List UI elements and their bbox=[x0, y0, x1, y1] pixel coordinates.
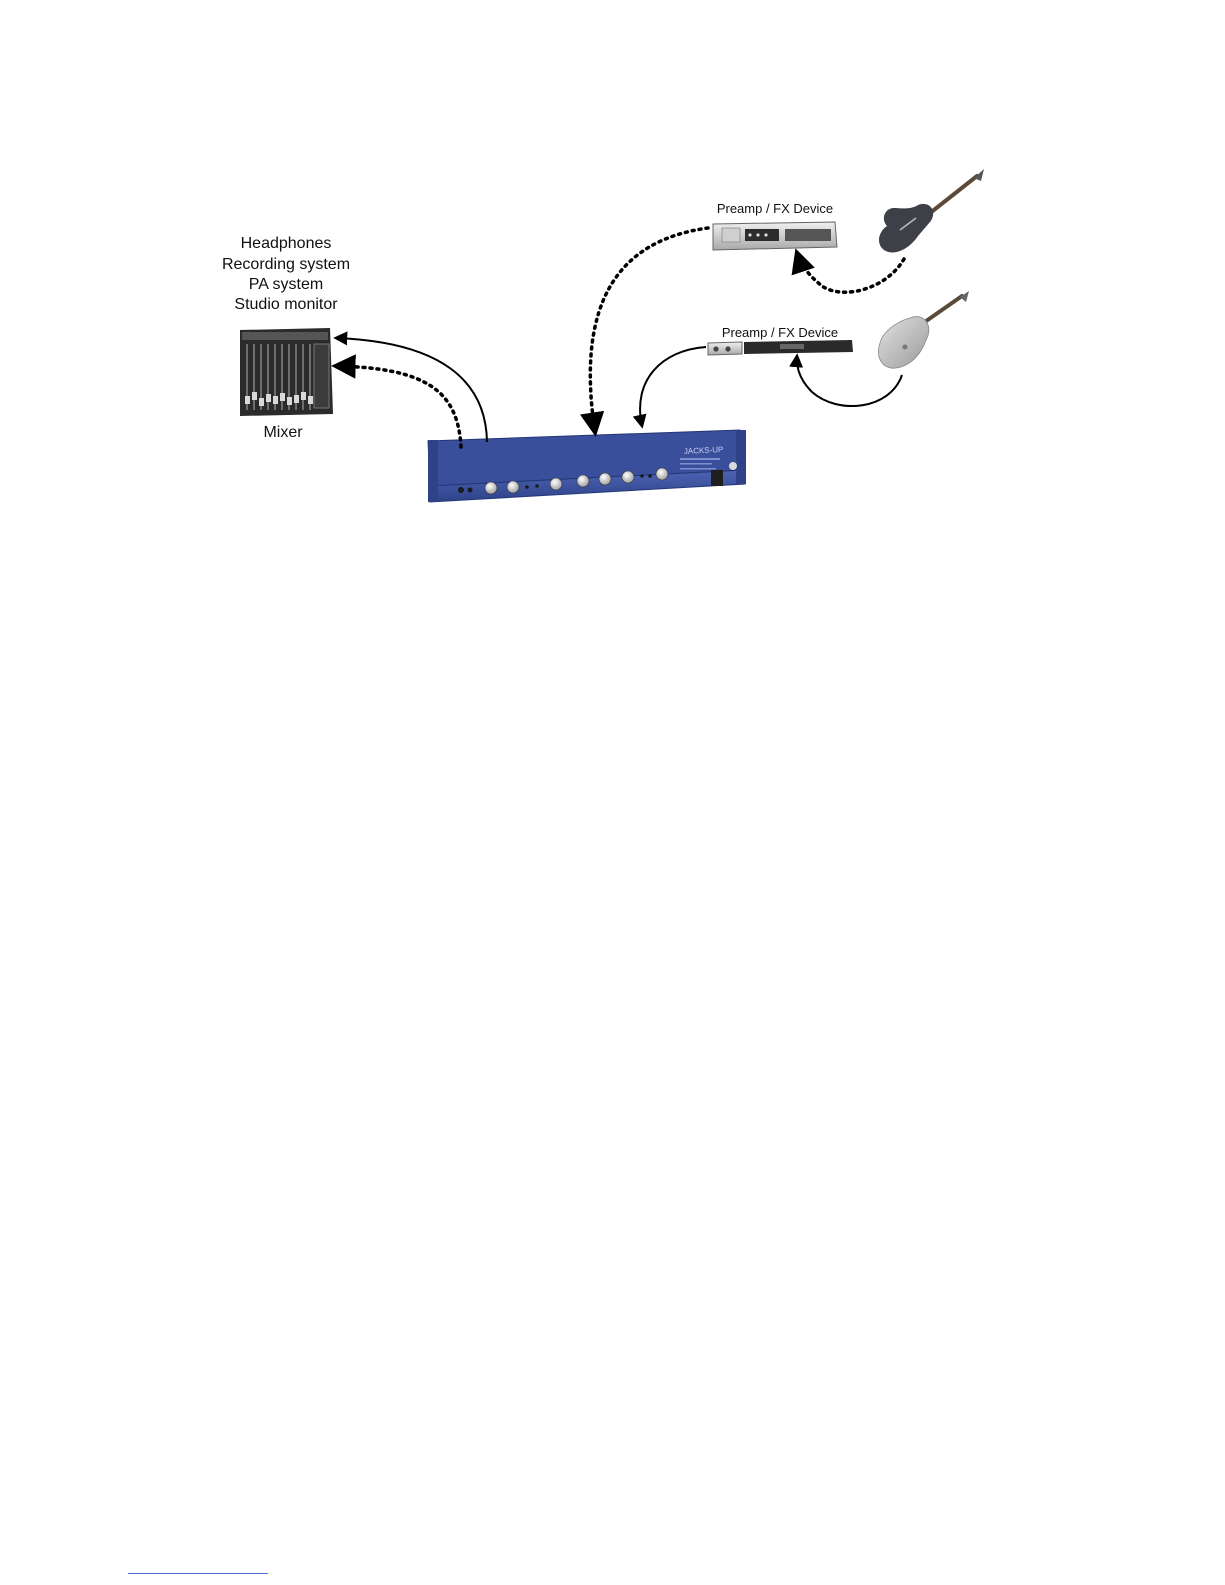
destination-recording-system: Recording system bbox=[222, 256, 350, 273]
preamp-bottom-label: Preamp / FX Device bbox=[722, 325, 838, 340]
electric-guitar-bottom bbox=[878, 291, 969, 368]
destination-headphones: Headphones bbox=[241, 235, 332, 252]
cable-preamp-bottom-to-rack-solid bbox=[640, 347, 706, 426]
footnote-separator bbox=[128, 1573, 268, 1574]
mixer-device bbox=[240, 328, 333, 416]
destination-pa-system: PA system bbox=[249, 276, 323, 293]
preamp-top-label: Preamp / FX Device bbox=[717, 201, 833, 216]
preamp-bottom-device bbox=[708, 340, 853, 355]
cable-rack-to-mixer-solid bbox=[336, 338, 487, 442]
cable-guitar-top-to-preamp-dotted bbox=[797, 253, 904, 292]
rack-unit: JACKS-UP bbox=[428, 430, 746, 502]
cable-preamp-top-to-rack-dotted bbox=[590, 228, 708, 432]
cable-rack-to-mixer-dotted bbox=[336, 366, 461, 447]
mixer-label: Mixer bbox=[263, 424, 303, 441]
destination-studio-monitor: Studio monitor bbox=[234, 296, 338, 313]
preamp-top-device bbox=[713, 222, 837, 250]
electric-guitar-top bbox=[879, 169, 984, 252]
